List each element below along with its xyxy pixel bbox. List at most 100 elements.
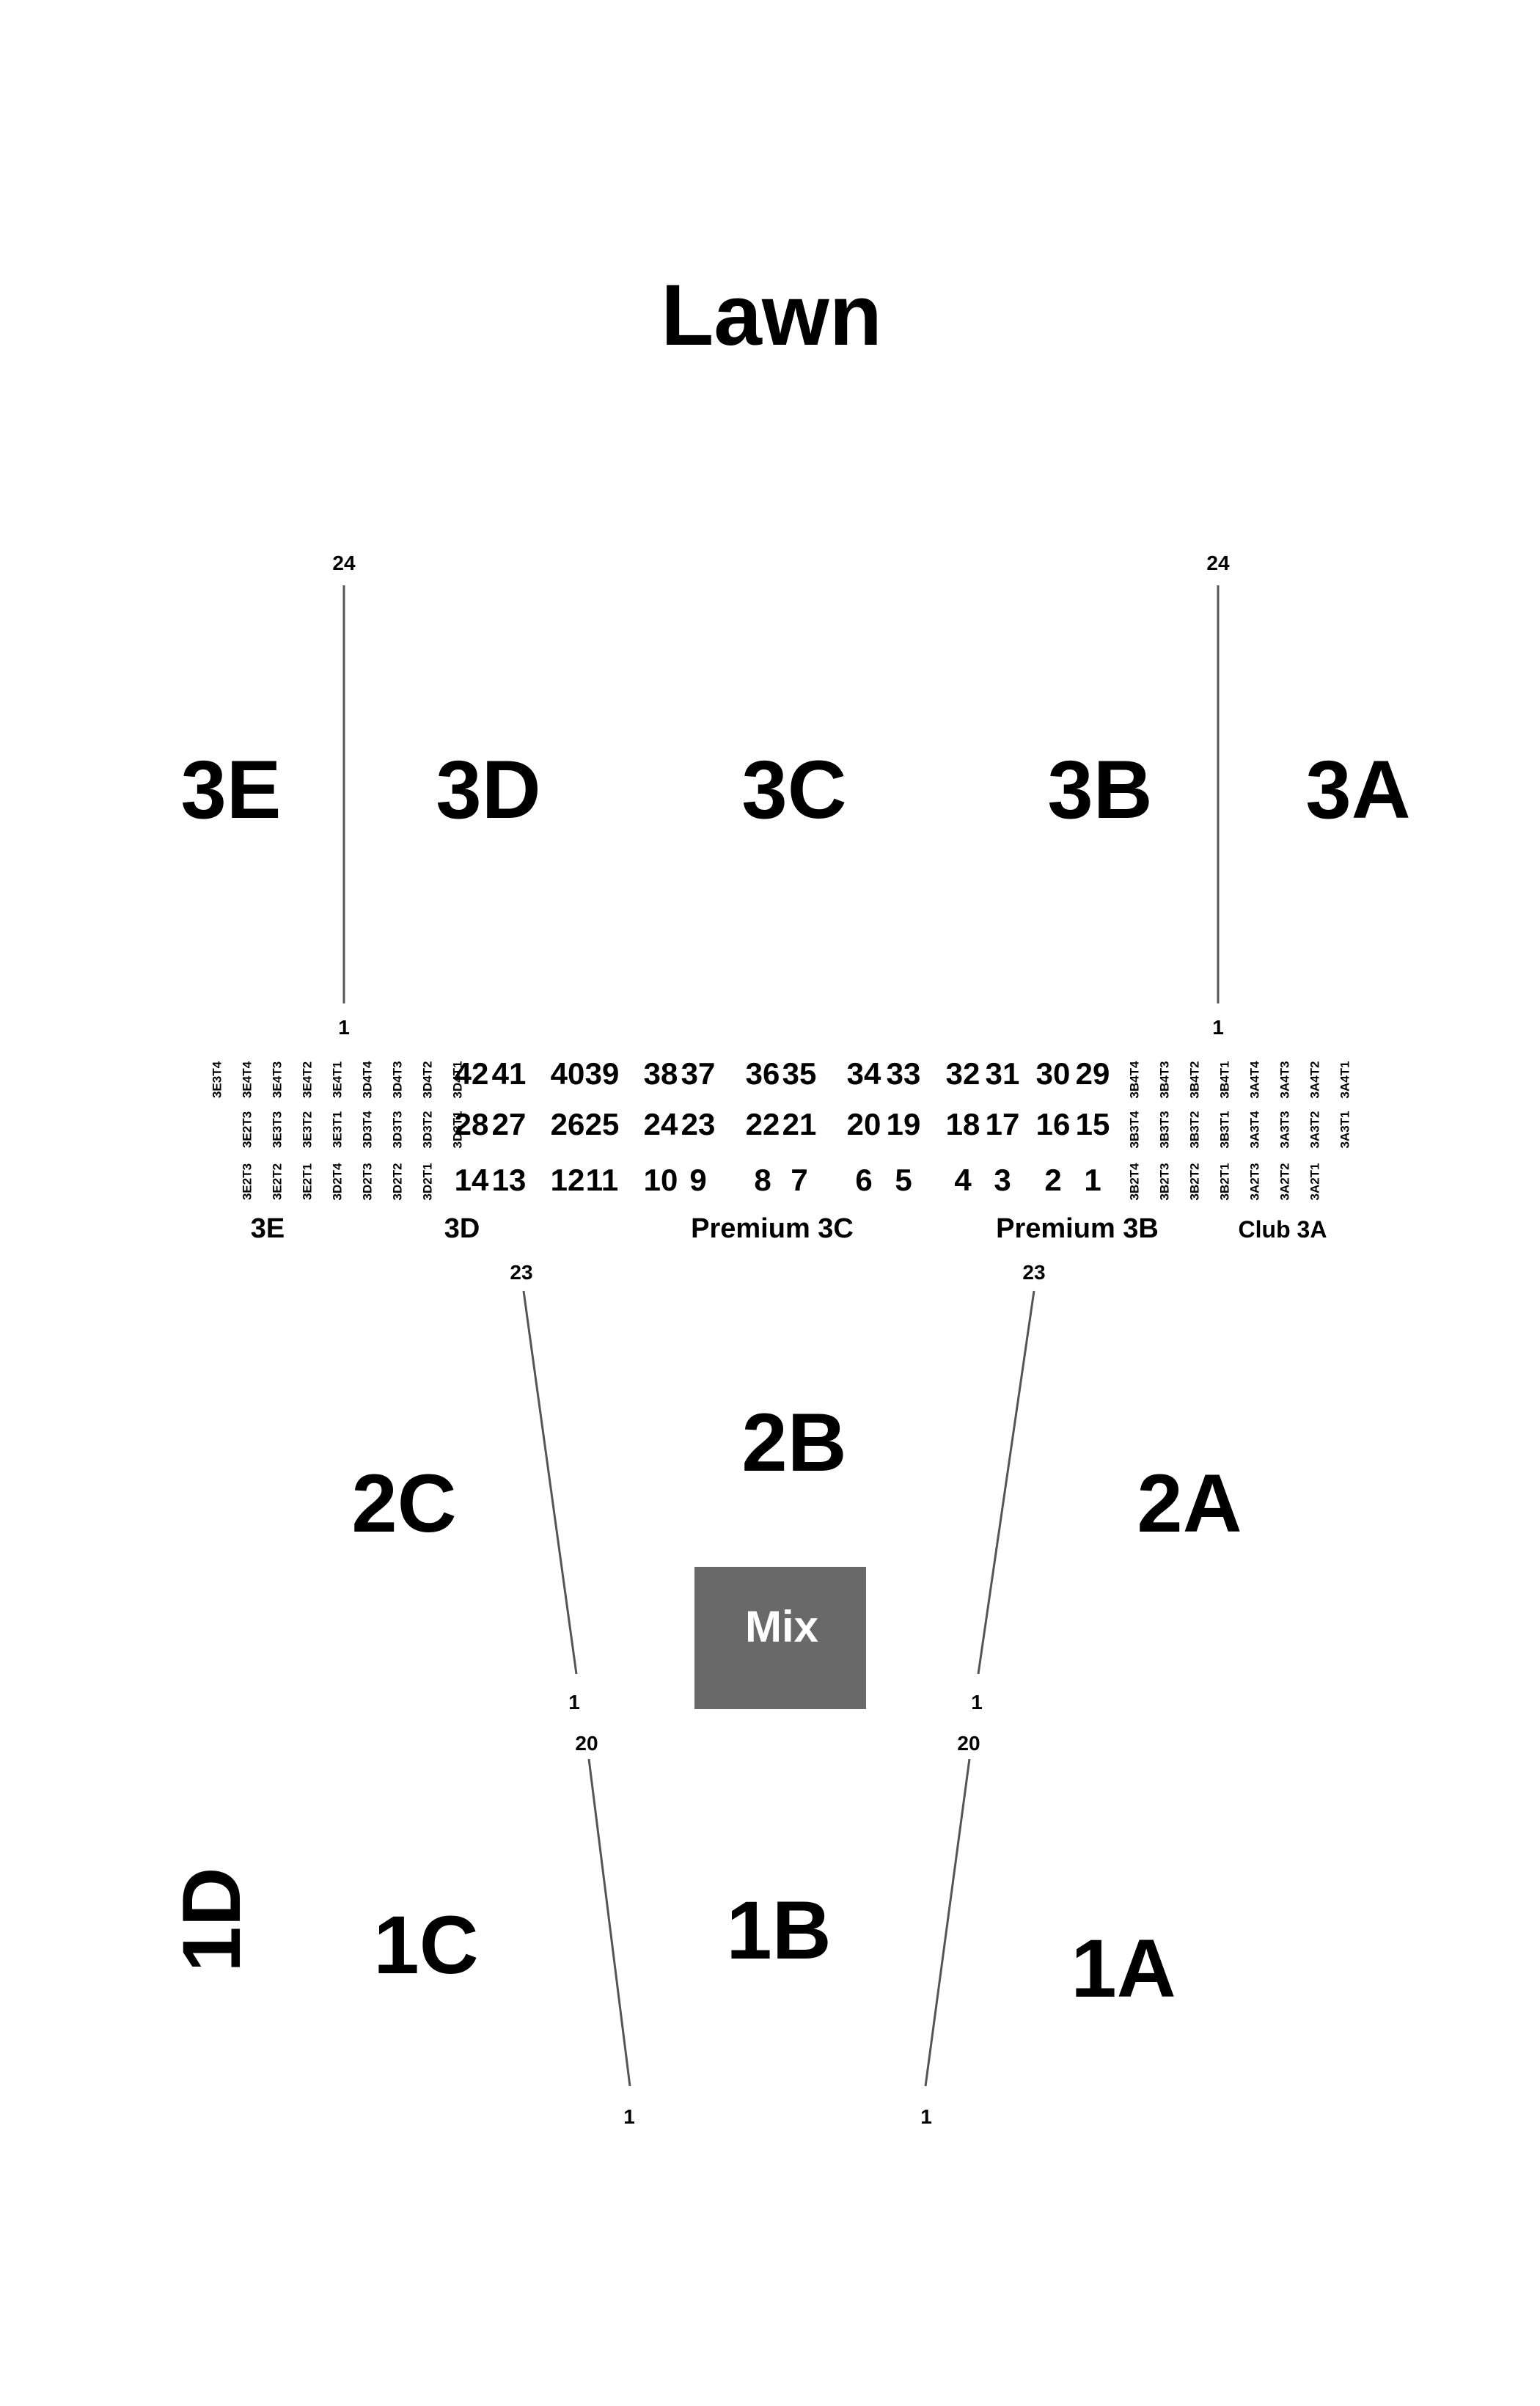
box-label-right-row3-6[interactable]: 3A2T1 [1308,1163,1322,1200]
box-number-17[interactable]: 17 [986,1107,1020,1141]
box-number-28[interactable]: 28 [455,1107,489,1141]
box-number-2[interactable]: 2 [1044,1163,1061,1197]
section-1D[interactable]: 1D [166,1867,257,1972]
box-number-14[interactable]: 14 [455,1163,489,1197]
box-label-left-row1-5[interactable]: 3D4T4 [361,1061,375,1099]
box-label-left-row1-6[interactable]: 3D4T3 [391,1061,405,1098]
box-number-13[interactable]: 13 [492,1163,527,1197]
box-number-16[interactable]: 16 [1036,1107,1071,1141]
box-label-left-row1-1[interactable]: 3E4T4 [241,1061,254,1098]
box-number-36[interactable]: 36 [746,1056,780,1091]
box-area-3D[interactable]: 3D [444,1213,480,1244]
box-number-31[interactable]: 31 [986,1056,1020,1091]
section-3B[interactable]: 3B [1047,744,1152,835]
box-label-left-row2-4[interactable]: 3D3T4 [361,1111,375,1149]
box-label-left-row1-0[interactable]: 3E3T4 [210,1061,224,1098]
box-label-left-row3-5[interactable]: 3D2T2 [391,1163,405,1200]
section-2A[interactable]: 2A [1137,1458,1242,1549]
box-number-35[interactable]: 35 [782,1056,817,1091]
box-area-club-3A[interactable]: Club 3A [1239,1216,1327,1243]
box-label-left-row2-0[interactable]: 3E2T3 [241,1111,254,1148]
box-number-42[interactable]: 42 [455,1056,489,1091]
box-label-left-row1-2[interactable]: 3E4T3 [271,1061,285,1098]
box-number-15[interactable]: 15 [1076,1107,1110,1141]
section-1A[interactable]: 1A [1071,1923,1176,2014]
section-1B[interactable]: 1B [726,1884,831,1976]
box-number-39[interactable]: 39 [585,1056,620,1091]
box-number-9[interactable]: 9 [689,1163,706,1197]
box-number-22[interactable]: 22 [746,1107,780,1141]
box-number-1[interactable]: 1 [1084,1163,1101,1197]
box-number-25[interactable]: 25 [585,1107,620,1141]
box-label-left-row3-6[interactable]: 3D2T1 [421,1163,435,1200]
box-label-right-row1-4[interactable]: 3A4T4 [1248,1061,1262,1099]
box-label-right-row2-2[interactable]: 3B3T2 [1188,1111,1202,1148]
box-label-right-row1-0[interactable]: 3B4T4 [1128,1061,1142,1099]
box-label-right-row2-1[interactable]: 3B3T3 [1158,1111,1172,1148]
box-label-right-row3-1[interactable]: 3B2T3 [1158,1163,1172,1200]
box-number-34[interactable]: 34 [847,1056,881,1091]
box-label-right-row1-5[interactable]: 3A4T3 [1278,1061,1292,1098]
box-label-right-row3-3[interactable]: 3B2T1 [1218,1163,1232,1200]
section-3E[interactable]: 3E [181,744,282,835]
box-label-right-row1-2[interactable]: 3B4T2 [1188,1061,1202,1098]
box-number-5[interactable]: 5 [895,1163,912,1197]
section-3C[interactable]: 3C [741,744,846,835]
box-number-40[interactable]: 40 [551,1056,585,1091]
box-number-11[interactable]: 11 [586,1163,618,1197]
box-label-left-row2-7[interactable]: 3D3T1 [451,1111,465,1148]
box-number-3[interactable]: 3 [994,1163,1011,1197]
box-label-left-row3-4[interactable]: 3D2T3 [361,1163,375,1200]
box-area-3E[interactable]: 3E [251,1213,285,1244]
box-label-left-row2-5[interactable]: 3D3T3 [391,1111,405,1148]
box-number-18[interactable]: 18 [946,1107,980,1141]
section-3A[interactable]: 3A [1305,744,1410,835]
box-number-20[interactable]: 20 [847,1107,881,1141]
box-label-right-row3-4[interactable]: 3A2T3 [1248,1163,1262,1200]
box-label-left-row2-6[interactable]: 3D3T2 [421,1111,435,1148]
box-number-32[interactable]: 32 [946,1056,980,1091]
box-number-26[interactable]: 26 [551,1107,585,1141]
lawn-label[interactable]: Lawn [661,267,882,364]
box-label-right-row2-7[interactable]: 3A3T1 [1338,1111,1352,1148]
box-label-right-row3-2[interactable]: 3B2T2 [1188,1163,1202,1200]
box-number-8[interactable]: 8 [754,1163,771,1197]
section-2B[interactable]: 2B [741,1397,846,1488]
box-number-30[interactable]: 30 [1036,1056,1071,1091]
box-area-premium-3B[interactable]: Premium 3B [996,1213,1159,1244]
box-label-left-row1-4[interactable]: 3E4T1 [331,1061,345,1098]
box-number-19[interactable]: 19 [887,1107,921,1141]
box-number-33[interactable]: 33 [887,1056,921,1091]
box-label-right-row2-5[interactable]: 3A3T3 [1278,1111,1292,1148]
section-1C[interactable]: 1C [373,1899,478,1991]
box-number-29[interactable]: 29 [1076,1056,1110,1091]
box-number-37[interactable]: 37 [681,1056,716,1091]
box-label-left-row2-3[interactable]: 3E3T1 [331,1111,345,1148]
box-number-38[interactable]: 38 [644,1056,678,1091]
box-label-left-row2-1[interactable]: 3E3T3 [271,1111,285,1148]
box-number-6[interactable]: 6 [855,1163,872,1197]
box-number-10[interactable]: 10 [644,1163,678,1197]
box-label-left-row1-7[interactable]: 3D4T2 [421,1061,435,1098]
box-label-left-row3-2[interactable]: 3E2T1 [301,1163,315,1200]
box-label-right-row1-1[interactable]: 3B4T3 [1158,1061,1172,1098]
box-label-left-row3-3[interactable]: 3D2T4 [331,1163,345,1201]
box-label-left-row3-1[interactable]: 3E2T2 [271,1163,285,1200]
box-label-right-row2-4[interactable]: 3A3T4 [1248,1111,1262,1149]
section-2C[interactable]: 2C [351,1458,456,1549]
box-number-24[interactable]: 24 [644,1107,678,1141]
box-label-right-row3-0[interactable]: 3B2T4 [1128,1163,1142,1201]
box-label-right-row2-0[interactable]: 3B3T4 [1128,1111,1142,1149]
box-label-right-row3-5[interactable]: 3A2T2 [1278,1163,1292,1200]
box-number-7[interactable]: 7 [791,1163,807,1197]
box-number-27[interactable]: 27 [492,1107,527,1141]
box-label-left-row2-2[interactable]: 3E3T2 [301,1111,315,1148]
box-number-41[interactable]: 41 [492,1056,527,1091]
box-label-left-row3-0[interactable]: 3E2T3 [241,1163,254,1200]
box-label-right-row1-7[interactable]: 3A4T1 [1338,1061,1352,1098]
box-number-4[interactable]: 4 [954,1163,972,1197]
box-area-premium-3C[interactable]: Premium 3C [691,1213,854,1244]
section-3D[interactable]: 3D [436,744,540,835]
box-label-left-row1-8[interactable]: 3D4T1 [451,1061,465,1098]
box-label-right-row1-3[interactable]: 3B4T1 [1218,1061,1232,1098]
